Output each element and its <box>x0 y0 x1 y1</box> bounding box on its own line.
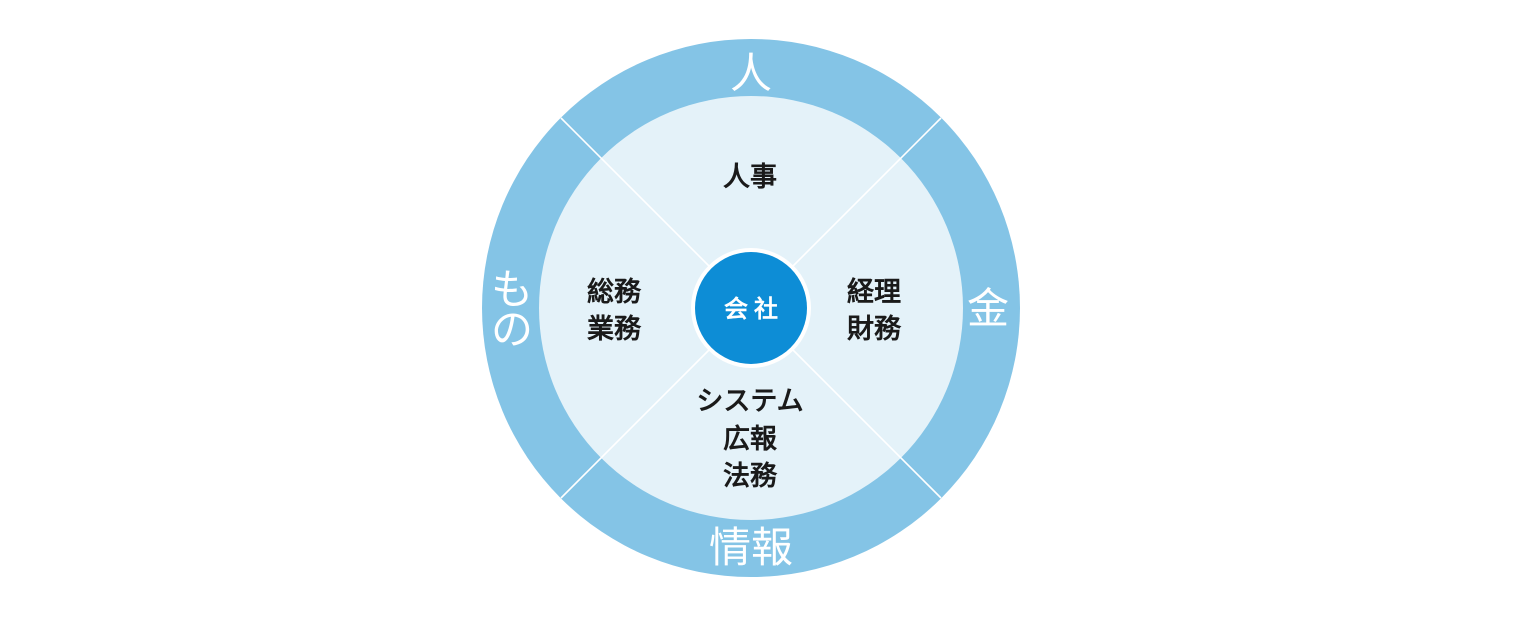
ring-label-right: 金 <box>967 284 1009 333</box>
divider-bottom-right <box>792 349 942 499</box>
ring-label-left-line-2: の <box>491 305 533 354</box>
quadrant-dividers <box>560 117 942 499</box>
sector-label-right-line-2: 財務 <box>847 314 902 345</box>
sector-label-top: 人事 <box>723 162 777 193</box>
sector-label-left-line-2: 業務 <box>587 314 642 345</box>
ring-label-left-line-1: も <box>491 265 533 314</box>
divider-top-left <box>560 117 710 267</box>
sector-label-right-line-1: 経理 <box>847 276 901 308</box>
center-circle <box>695 252 807 364</box>
sector-label-left-line-1: 総務 <box>587 276 642 308</box>
sector-label-bottom-line-2: 広報 <box>723 423 778 455</box>
sector-label-bottom-line-3: 法務 <box>723 461 778 492</box>
divider-bottom-left <box>560 349 710 499</box>
center-label: 会社 <box>724 295 784 323</box>
sector-label-bottom-line-1: システム <box>696 386 803 417</box>
ring-label-bottom: 情報 <box>709 523 793 572</box>
ring-label-top: 人 <box>730 49 772 98</box>
divider-top-right <box>792 117 942 267</box>
